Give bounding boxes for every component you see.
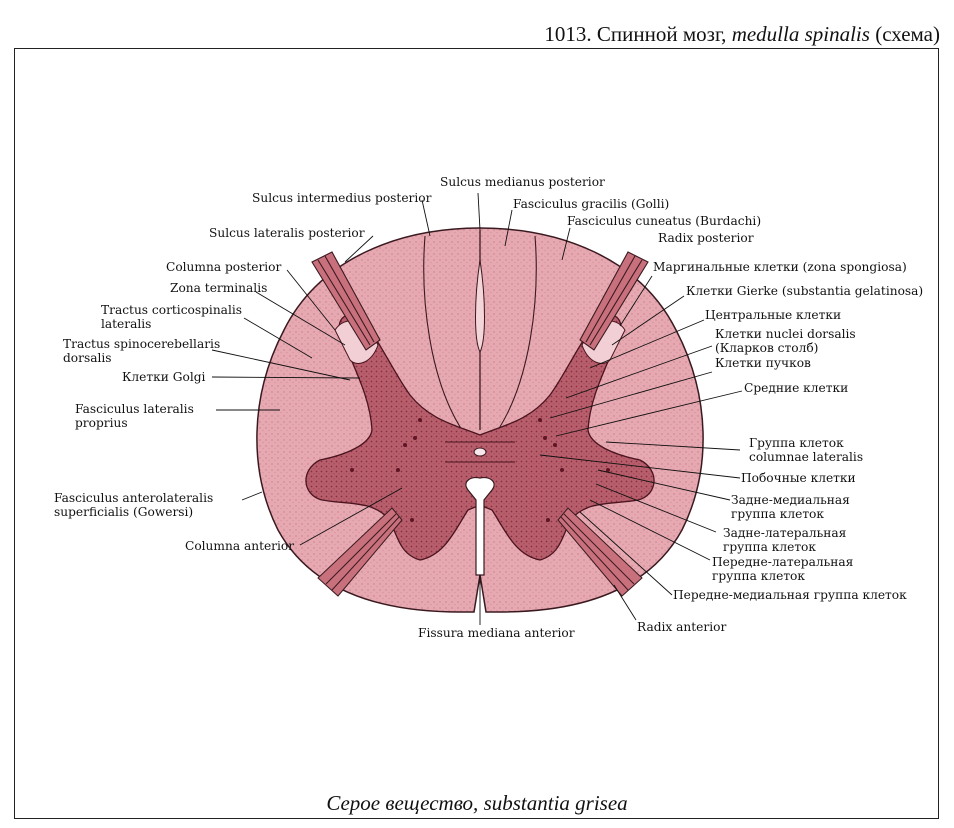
label-kletki-nuclei-dorsalis: Клетки nuclei dorsalis(Кларков столб) [715, 327, 856, 355]
label-peredne-medialnaya: Передне-медиальная группа клеток [673, 588, 907, 602]
label-pobochnye-kletki: Побочные клетки [741, 471, 856, 485]
label-line: Tractus corticospinalis [101, 303, 242, 317]
leader-lines-left [211, 199, 431, 546]
figure-frame [14, 48, 939, 819]
nerve-cells [350, 418, 610, 522]
posterior-median-sulcus [475, 259, 485, 354]
label-zona-terminalis: Zona terminalis [170, 281, 268, 295]
radix-posterior-left [311, 251, 381, 351]
radix-anterior-right [557, 507, 643, 597]
fasciculus-gracilis-left [423, 235, 463, 431]
label-kletki-gierke: Клетки Gierke (substantia gelatinosa) [686, 284, 924, 298]
label-columna-posterior: Columna posterior [166, 260, 282, 274]
label-columna-anterior: Columna anterior [185, 539, 295, 553]
label-line: группа клеток [723, 539, 817, 554]
label-centralnye-kletki: Центральные клетки [705, 308, 842, 322]
label-line: proprius [75, 415, 128, 430]
label-sulcus-intermedius-posterior: Sulcus intermedius posterior [252, 191, 432, 205]
label-line: Задне-медиальная [731, 493, 850, 507]
label-line: superficialis (Gowersi) [54, 504, 194, 519]
figure-title-suffix: (схема) [875, 22, 940, 46]
label-line: группа клеток [731, 506, 825, 521]
label-radix-posterior: Radix posterior [658, 231, 754, 245]
label-line: (Кларков столб) [715, 340, 819, 355]
label-kletki-golgi: Клетки Golgi [122, 370, 206, 384]
gray-commissure [445, 441, 515, 463]
figure-title-latin: medulla spinalis [731, 22, 870, 46]
label-line: Клетки nuclei dorsalis [715, 327, 856, 341]
label-marginalnye-kletki: Маргинальные клетки (zona spongiosa) [653, 260, 907, 274]
label-line: columnae lateralis [749, 449, 864, 464]
label-srednie-kletki: Средние клетки [744, 381, 849, 395]
radix-anterior-left [317, 507, 403, 597]
label-fissura-mediana-anterior: Fissura mediana anterior [418, 626, 575, 640]
label-line: Tractus spinocerebellaris [63, 337, 221, 351]
anterior-median-fissure [465, 477, 495, 576]
caption-ru: Серое вещество, [326, 791, 479, 815]
label-fasciculus-gracilis: Fasciculus gracilis (Golli) [513, 197, 670, 211]
leader-lines-right [477, 192, 743, 625]
label-sulcus-lateralis-posterior: Sulcus lateralis posterior [209, 226, 365, 240]
label-line: dorsalis [63, 350, 112, 365]
label-line: Группа клеток [749, 436, 844, 450]
label-line: Fasciculus lateralis [75, 402, 194, 416]
label-kletki-puchkov: Клетки пучков [715, 356, 811, 370]
label-fasciculus-cuneatus: Fasciculus cuneatus (Burdachi) [567, 214, 762, 228]
central-canal [473, 447, 487, 457]
label-sulcus-medianus-posterior: Sulcus medianus posterior [440, 175, 605, 189]
caption-latin: substantia grisea [483, 791, 628, 815]
label-line: Fasciculus anterolateralis [54, 491, 214, 505]
radix-posterior-right [579, 251, 649, 351]
label-line: lateralis [101, 316, 152, 331]
label-line: Задне-латеральная [723, 526, 847, 540]
fasciculus-gracilis-right [497, 235, 537, 431]
label-line: Передне-латеральная [712, 555, 854, 569]
figure-title: 1013. Спинной мозг, medulla spinalis (сх… [544, 22, 940, 47]
label-radix-anterior: Radix anterior [637, 620, 727, 634]
figure-title-number: 1013. Спинной мозг, [544, 22, 727, 46]
figure-caption: Серое вещество, substantia grisea [0, 791, 954, 816]
label-line: группа клеток [712, 568, 806, 583]
